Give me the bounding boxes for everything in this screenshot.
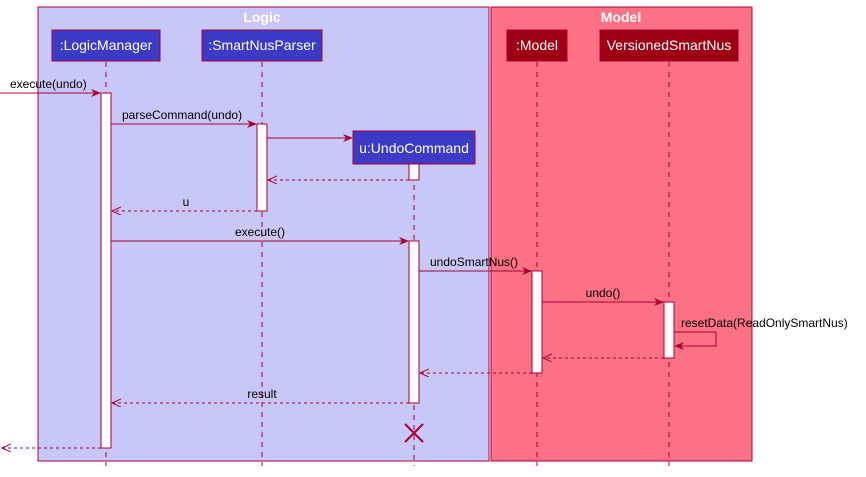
label-result: result (247, 387, 277, 401)
model-box-title: Model (601, 9, 641, 25)
activation-parser (256, 123, 268, 212)
participant-logic-manager-label: :LogicManager (60, 37, 153, 53)
activation-logic-manager (100, 92, 112, 449)
label-execute: execute() (235, 225, 285, 239)
label-undo-smart-nus: undoSmartNus() (430, 255, 518, 269)
logic-box-title: Logic (243, 9, 281, 25)
participant-undo-command (352, 130, 476, 165)
participant-parser (201, 29, 323, 62)
label-undo: undo() (586, 286, 621, 300)
label-execute-undo: execute(undo) (10, 77, 87, 91)
label-return-u: u (183, 195, 190, 209)
participant-model-label: :Model (516, 37, 558, 53)
model-box (490, 6, 753, 462)
label-reset-data: resetData(ReadOnlySmartNus) (681, 316, 848, 330)
participant-parser-label: :SmartNusParser (208, 37, 316, 53)
participant-model (506, 29, 568, 62)
participant-logic-manager (51, 29, 161, 62)
participant-versioned (599, 29, 739, 62)
destroy-icon (404, 423, 424, 443)
activation-undo-command-create (408, 163, 420, 181)
participant-versioned-label: VersionedSmartNus (607, 37, 732, 53)
activation-versioned (663, 301, 675, 359)
participant-undo-command-label: u:UndoCommand (359, 140, 469, 156)
activation-undo-command-execute (408, 240, 420, 404)
label-parse-command: parseCommand(undo) (122, 108, 242, 122)
activation-model (531, 270, 543, 374)
arrow-reset-data (674, 331, 717, 350)
